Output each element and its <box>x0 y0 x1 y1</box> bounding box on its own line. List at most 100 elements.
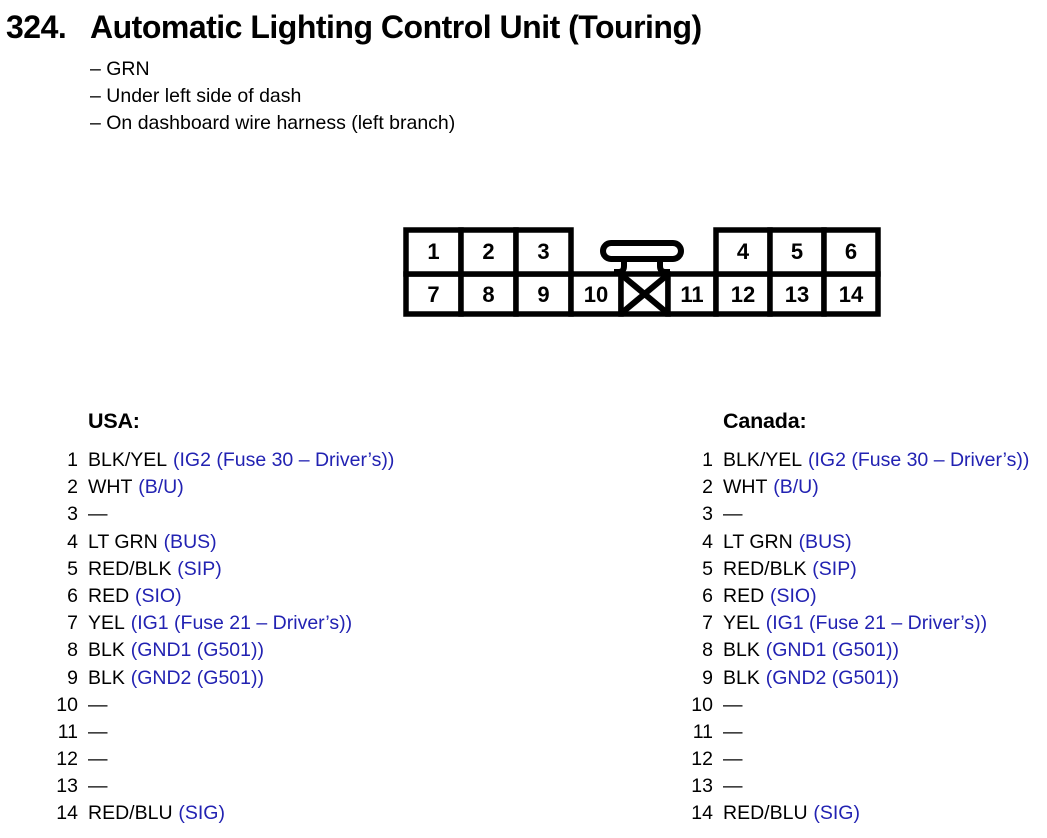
wire-color: — <box>88 775 108 798</box>
wire-color: BLK <box>88 666 125 689</box>
pin-number: 4 <box>67 530 78 553</box>
pin-number: 13 <box>56 775 78 798</box>
signal-name: (SIO) <box>770 584 817 607</box>
pin-number: 13 <box>691 775 713 798</box>
signal-name: (GND2 (G501)) <box>130 666 264 689</box>
pin-number: 8 <box>67 639 78 662</box>
pin-cell-13-box <box>767 271 827 317</box>
usa-pin-row-10: 10— <box>50 692 490 719</box>
pin-number: 11 <box>692 720 713 743</box>
pin-cell-3-box <box>513 227 574 277</box>
connector-diagram: 1 2 3 4 5 6 7 8 9 10 11 12 13 14 <box>403 227 881 319</box>
wire-color: RED <box>723 584 765 607</box>
pin-table-canada-header: Canada: <box>723 409 807 433</box>
signal-name: (IG2 (Fuse 30 – Driver’s)) <box>807 449 1030 471</box>
canada-pin-row-12: 12 — <box>685 746 1045 773</box>
pin-cell-14-box <box>821 271 881 317</box>
pin-number: 7 <box>67 612 78 635</box>
connector-cell-12: 12 <box>731 282 755 307</box>
wire-color: RED/BLK <box>88 557 172 580</box>
wire-color: — <box>723 748 743 771</box>
wire-color: — <box>88 503 108 526</box>
signal-name: (BUS) <box>163 530 217 553</box>
usa-pin-row-6: 6 RED(SIO) <box>50 583 490 610</box>
usa-pin-row-11: 11 — <box>50 719 490 746</box>
usa-pin-row-7: 7 YEL(IG1 (Fuse 21 – Driver’s)) <box>50 610 490 637</box>
connector-cell-13: 13 <box>785 282 809 307</box>
pin-number: 10 <box>691 693 713 716</box>
pin-number: 1 <box>67 449 78 471</box>
connector-cell-10: 10 <box>584 282 608 307</box>
pin-number: 8 <box>702 639 713 662</box>
pin-number: 4 <box>702 530 713 553</box>
signal-name: (GND2 (G501)) <box>765 666 899 689</box>
connector-cell-9: 9 <box>537 282 549 307</box>
pin-number: 2 <box>702 476 713 499</box>
page-title: Automatic Lighting Control Unit (Touring… <box>90 9 702 45</box>
wire-color: BLK/YEL <box>723 449 803 471</box>
wire-color: BLK <box>723 639 760 662</box>
canada-pin-row-10: 10 — <box>685 692 1045 719</box>
wire-color: YEL <box>88 612 125 635</box>
pin-number: 1 <box>702 449 713 471</box>
pin-number: 5 <box>702 557 713 580</box>
pin-number: 12 <box>56 748 78 771</box>
signal-name: (IG1 (Fuse 21 – Driver’s)) <box>130 612 353 635</box>
pin-cell-1-box <box>403 227 464 277</box>
connector-svg: 1 2 3 4 5 6 7 8 9 10 11 12 13 14 <box>403 227 881 317</box>
pin-number: 6 <box>67 584 78 607</box>
signal-name: (B/U) <box>773 476 819 499</box>
wire-color: BLK/YEL <box>88 449 168 471</box>
pin-number: 14 <box>691 802 713 825</box>
wire-color: — <box>723 693 743 716</box>
wire-color: — <box>88 720 108 743</box>
pin-number: 5 <box>67 557 78 580</box>
pin-number: 9 <box>702 666 713 689</box>
pin-number: 12 <box>691 748 713 771</box>
pin-number: 14 <box>56 802 78 825</box>
note-line: – GRN <box>90 58 150 80</box>
canada-pin-row-11: 11 — <box>685 719 1045 746</box>
signal-name: (BUS) <box>798 530 852 553</box>
connector-cell-1: 1 <box>427 239 439 264</box>
signal-name: (SIO) <box>135 584 182 607</box>
connector-cell-11: 11 <box>680 282 703 307</box>
signal-name: (IG1 (Fuse 21 – Driver’s)) <box>765 612 988 635</box>
canada-pin-row-1: 1 BLK/YEL(IG2 (Fuse 30 – Driver’s)) <box>685 447 1045 474</box>
pin-cell-7-box <box>403 271 464 317</box>
canada-pin-row-9: 9 BLK(GND2 (G501)) <box>685 665 1045 692</box>
wire-color: — <box>88 748 108 771</box>
usa-pin-row-13: 13 — <box>50 773 490 800</box>
pin-number: 3 <box>67 503 78 526</box>
wire-color: — <box>723 720 743 743</box>
wire-color: BLK <box>723 666 760 689</box>
wire-color: — <box>723 775 743 798</box>
wire-color: RED <box>88 584 130 607</box>
section-number: 324. <box>6 9 67 45</box>
wire-color: BLK <box>88 639 125 662</box>
page-heading: 324. Automatic Lighting Control Unit (To… <box>6 8 702 46</box>
t-latch-icon <box>600 240 684 275</box>
connector-cell-2: 2 <box>482 239 494 264</box>
wire-color: RED/BLU <box>88 802 173 825</box>
signal-name: (B/U) <box>138 476 184 499</box>
connector-cell-3: 3 <box>537 239 549 264</box>
pin-number: 2 <box>67 476 78 499</box>
pin-number: 11 <box>57 720 78 743</box>
canada-pin-row-3: 3— <box>685 501 1045 528</box>
connector-cell-6: 6 <box>845 239 857 264</box>
wire-color: YEL <box>723 612 760 635</box>
